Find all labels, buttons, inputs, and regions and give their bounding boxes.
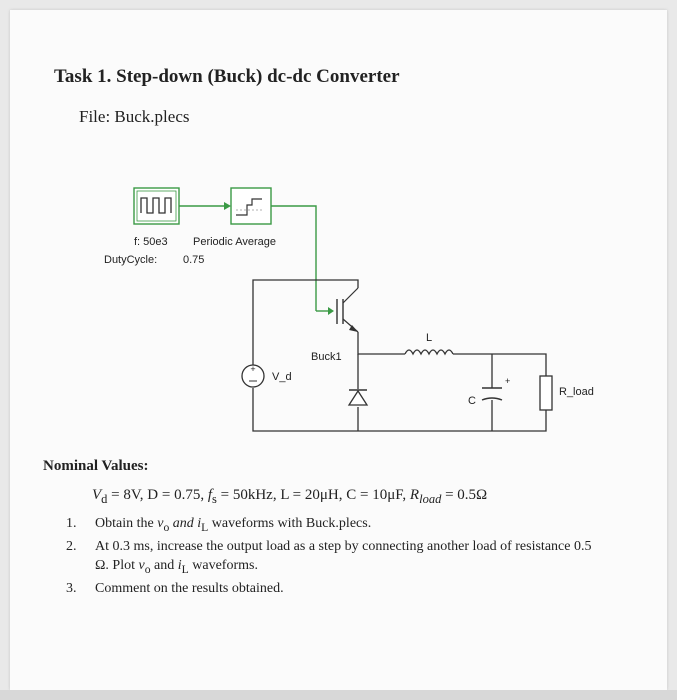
voltage-source: + [241, 364, 265, 388]
page-title: Task 1. Step-down (Buck) dc-dc Converter [54, 66, 400, 87]
capacitor-label: C [468, 395, 476, 407]
list-item: 3. Comment on the results obtained. [66, 580, 284, 596]
periodic-average-block [230, 187, 272, 225]
pwm-frequency-label: f: 50e3 [134, 236, 168, 248]
gate-signal-wire [271, 205, 334, 315]
list-item: 2. At 0.3 ms, increase the output load a… [66, 538, 592, 576]
duty-cycle-value: 0.75 [183, 254, 205, 266]
duty-cycle-label: DutyCycle: [104, 254, 158, 266]
svg-text:+: + [250, 364, 255, 374]
task-list: 1. Obtain the vo and iL waveforms with B… [66, 514, 656, 598]
periodic-average-label: Periodic Average [193, 236, 276, 248]
nominal-values-heading: Nominal Values: [43, 458, 149, 474]
svg-text:+: + [505, 376, 510, 386]
igbt-switch [336, 287, 359, 333]
file-name: File: Buck.plecs [79, 107, 190, 126]
inductor-label: L [426, 332, 433, 344]
power-wires [252, 279, 547, 432]
nominal-values-equation: Vd = 8V, D = 0.75, fs = 50kHz, L = 20μH,… [92, 487, 488, 506]
pwm-generator-block [133, 187, 180, 225]
inductor [404, 349, 454, 356]
document-page [10, 10, 667, 690]
switch-label: Buck1 [311, 351, 342, 363]
diode [347, 389, 369, 406]
list-item: 1. Obtain the vo and iL waveforms with B… [66, 516, 372, 534]
pwm-signal-wire [179, 202, 231, 210]
bottom-edge [0, 690, 677, 700]
load-label: R_load [559, 386, 594, 398]
load-resistor [539, 375, 553, 411]
capacitor: + [481, 376, 510, 401]
source-label: V_d [272, 371, 292, 383]
